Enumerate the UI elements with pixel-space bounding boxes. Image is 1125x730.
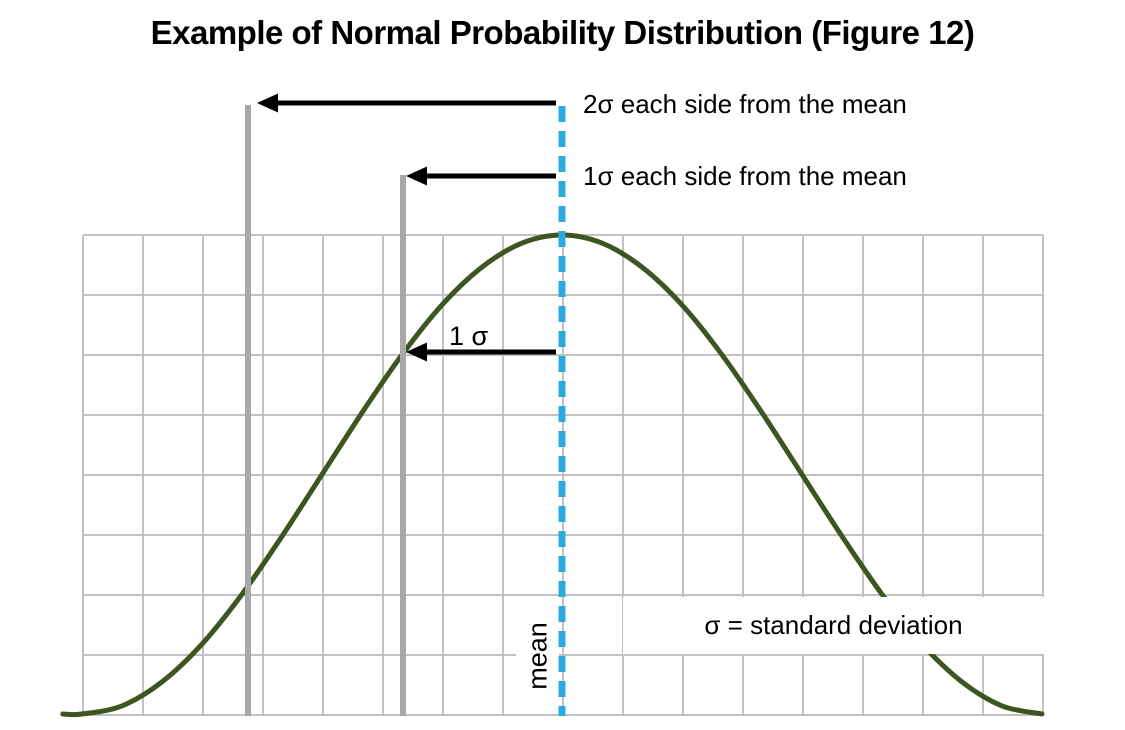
one-sigma-inner-arrow-label: 1 σ: [449, 321, 489, 351]
one-sigma-arrow-label: 1σ each side from the mean: [583, 161, 907, 191]
sigma-definition-label: σ = standard deviation: [704, 610, 963, 640]
distribution-curve: [60, 232, 1045, 718]
mean-label-box: mean: [516, 598, 559, 714]
sigma-definition-box: σ = standard deviation: [623, 597, 1044, 654]
mean-label: mean: [522, 622, 552, 690]
two-sigma-arrow-label: 2σ each side from the mean: [583, 89, 907, 119]
page-title: Example of Normal Probability Distributi…: [150, 14, 975, 51]
